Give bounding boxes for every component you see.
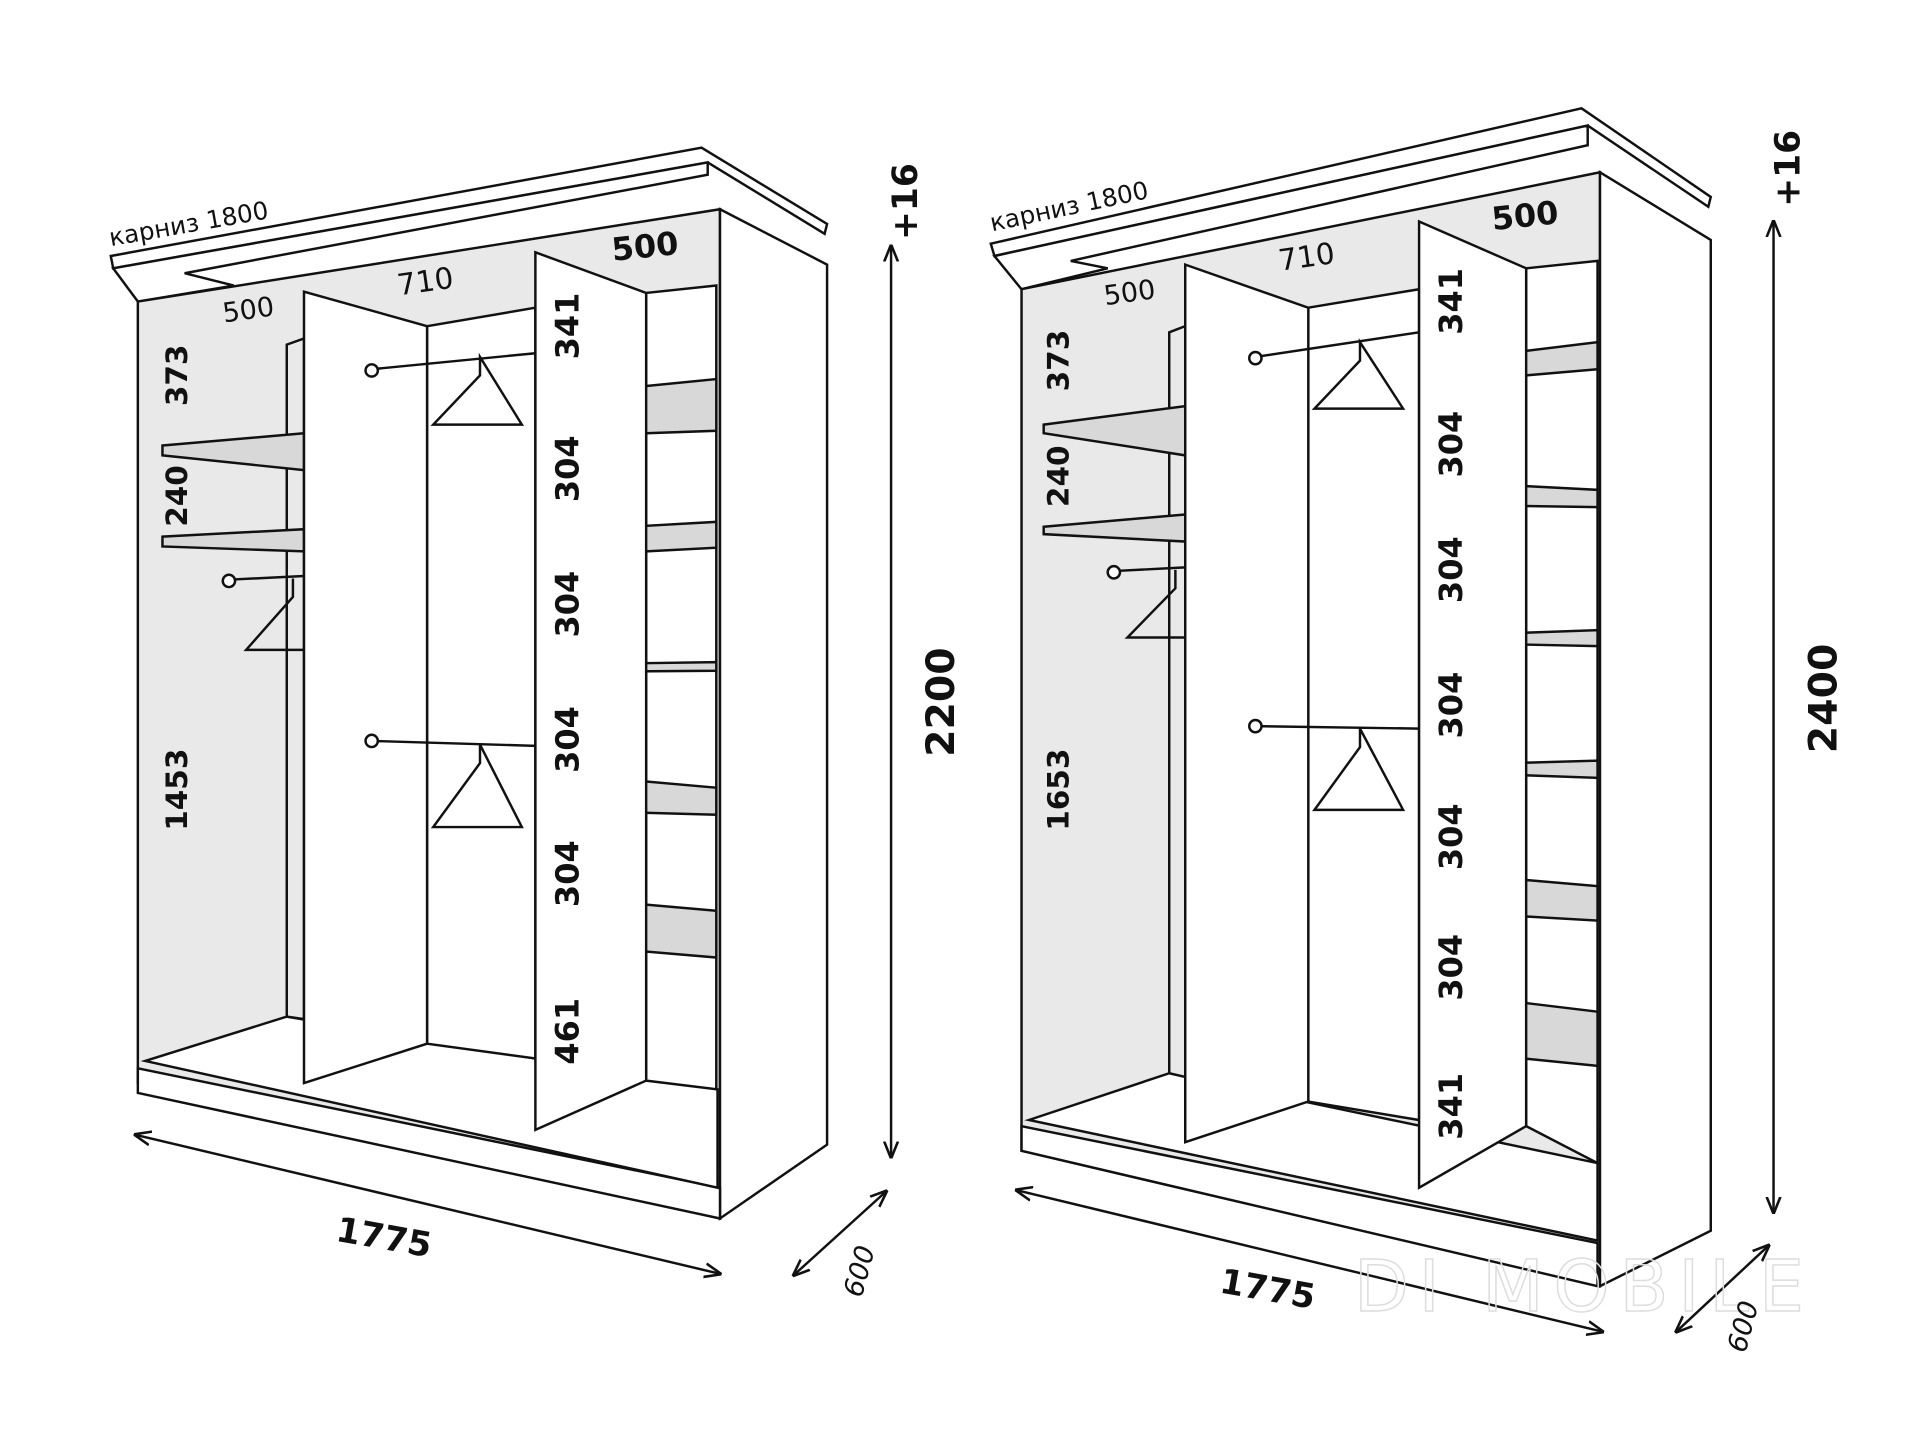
- section-label: 1453: [160, 749, 194, 831]
- left-door: [302, 290, 429, 1085]
- section-label: 304: [548, 840, 586, 907]
- height-label: 2200: [918, 647, 964, 757]
- wardrobe-2400: DI MOBILE карниз 1800 +16 2400 1775 600 …: [987, 106, 1846, 1356]
- cornice-offset-label: +16: [886, 163, 926, 240]
- rail-with-hanger: [364, 352, 536, 426]
- section-label: 373: [160, 345, 194, 407]
- section-label: 341: [1432, 268, 1470, 335]
- section-label: 240: [160, 465, 194, 527]
- section-label: 304: [548, 706, 586, 773]
- section-label: 304: [1432, 411, 1470, 478]
- section-label: 341: [548, 293, 586, 360]
- section-label: 1653: [1041, 749, 1075, 831]
- rail-with-hanger: [221, 573, 305, 652]
- section-label: 341: [1432, 1073, 1470, 1140]
- section-label: 304: [1432, 934, 1470, 1001]
- back-middle: [1307, 287, 1421, 1122]
- depth-label-left: 500: [221, 292, 276, 330]
- side-panel: [1598, 170, 1712, 1289]
- depth-label-middle: 710: [395, 261, 456, 303]
- rail-with-hanger: [1248, 718, 1420, 812]
- section-label: 304: [548, 435, 586, 502]
- width-dimension: [1017, 1190, 1603, 1332]
- right-door: [534, 250, 648, 1132]
- rail-with-hanger: [1106, 564, 1186, 639]
- section-label: 304: [548, 571, 586, 638]
- rail-with-hanger: [1248, 331, 1420, 410]
- section-label: 373: [1041, 330, 1075, 392]
- rail-with-hanger: [364, 733, 536, 829]
- depth-dimension: [794, 1191, 886, 1275]
- right-door: [1417, 219, 1528, 1190]
- depth-label-left: 500: [1102, 274, 1157, 312]
- wardrobe-2200: карниз 1800 +16 2200 1775 600 500 710 50…: [107, 146, 964, 1300]
- depth-label-right: 500: [610, 224, 680, 269]
- depth-label-right: 500: [1490, 193, 1560, 238]
- depth-label-middle: 710: [1276, 236, 1337, 278]
- cornice-offset-label: +16: [1768, 130, 1808, 207]
- depth-dimension: [1676, 1246, 1768, 1332]
- width-label: 1775: [333, 1210, 434, 1266]
- width-label: 1775: [1217, 1262, 1318, 1318]
- section-label: 304: [1432, 803, 1470, 870]
- section-label: 304: [1432, 672, 1470, 739]
- height-label: 2400: [1800, 644, 1846, 754]
- watermark: DI MOBILE: [1354, 1245, 1814, 1328]
- side-panel: [718, 207, 829, 1221]
- width-dimension: [135, 1135, 720, 1274]
- section-label: 461: [548, 998, 586, 1065]
- section-label: 304: [1432, 536, 1470, 603]
- depth-label: 600: [838, 1242, 881, 1300]
- section-label: 240: [1041, 445, 1075, 507]
- left-door: [1184, 262, 1310, 1144]
